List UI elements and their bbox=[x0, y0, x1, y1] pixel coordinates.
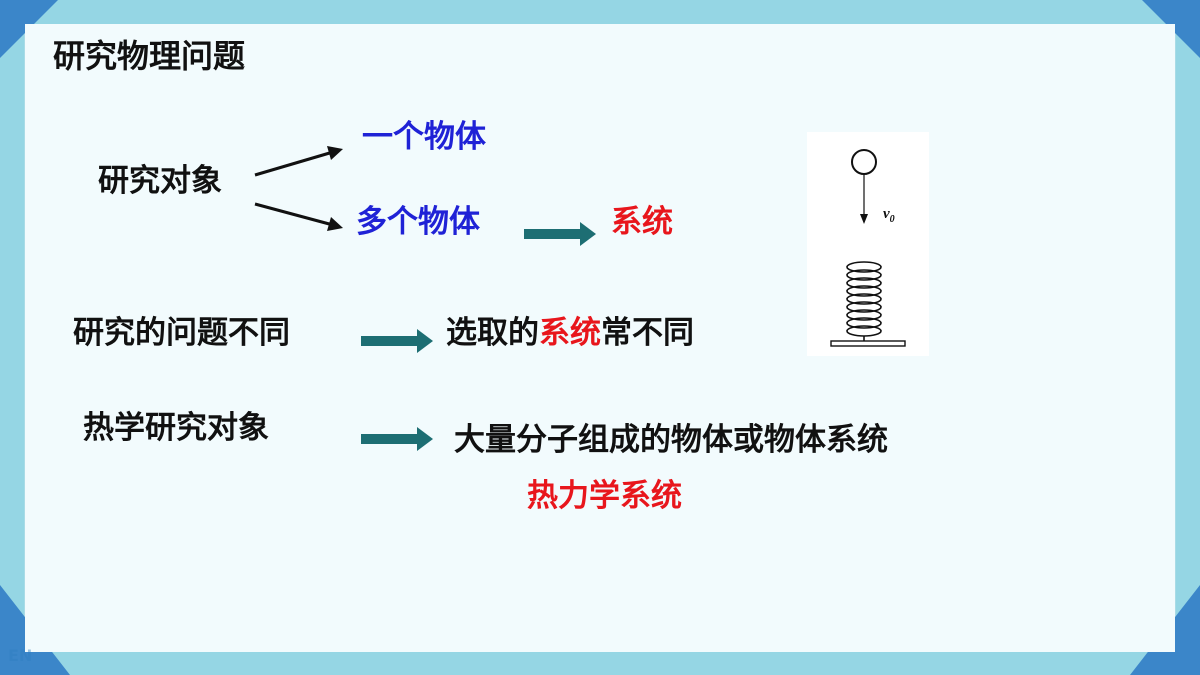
slide-title: 研究物理问题 bbox=[53, 37, 246, 75]
branch-arrow-down bbox=[254, 202, 343, 231]
multi-object-text: 多个物体 bbox=[356, 204, 480, 240]
velocity-label: v0 bbox=[883, 206, 895, 225]
system-choice-text: 选取的系统常不同 bbox=[446, 318, 694, 349]
branch-arrow-up bbox=[254, 146, 343, 177]
single-object-text: 一个物体 bbox=[362, 119, 486, 155]
velocity-arrowhead bbox=[860, 214, 868, 224]
ground-plate bbox=[830, 340, 906, 347]
thermodynamic-system-term: 热力学系统 bbox=[527, 478, 682, 514]
thermal-object-description: 大量分子组成的物体或物体系统 bbox=[454, 422, 888, 458]
system-choice-suffix: 常不同 bbox=[601, 315, 694, 351]
slide-canvas: 研究物理问题 研究对象 一个物体 多个物体 系统 研究的问题不同 选取的系统常不… bbox=[25, 24, 1175, 652]
system-choice-highlight: 系统 bbox=[539, 315, 601, 351]
block-arrow-thermal bbox=[361, 427, 433, 451]
thermal-object-label: 热学研究对象 bbox=[83, 410, 269, 446]
spring-shape bbox=[846, 261, 882, 337]
block-arrow-problems bbox=[361, 329, 433, 353]
frame-bottom bbox=[0, 652, 1200, 675]
ball-spring-figure: v0 bbox=[807, 132, 929, 356]
frame-top bbox=[0, 0, 1200, 24]
system-text: 系统 bbox=[611, 204, 673, 240]
frame-right bbox=[1176, 0, 1200, 675]
system-choice-prefix: 选取的 bbox=[446, 315, 539, 351]
ball-spring-diagram: v0 bbox=[830, 149, 906, 347]
different-problems-label: 研究的问题不同 bbox=[73, 315, 290, 351]
block-arrow-system bbox=[524, 222, 596, 246]
watermark-logo: EN bbox=[8, 646, 33, 665]
research-object-label: 研究对象 bbox=[98, 163, 222, 199]
frame-left bbox=[0, 0, 24, 675]
arrows-layer bbox=[254, 146, 596, 451]
ball-shape bbox=[851, 149, 877, 175]
